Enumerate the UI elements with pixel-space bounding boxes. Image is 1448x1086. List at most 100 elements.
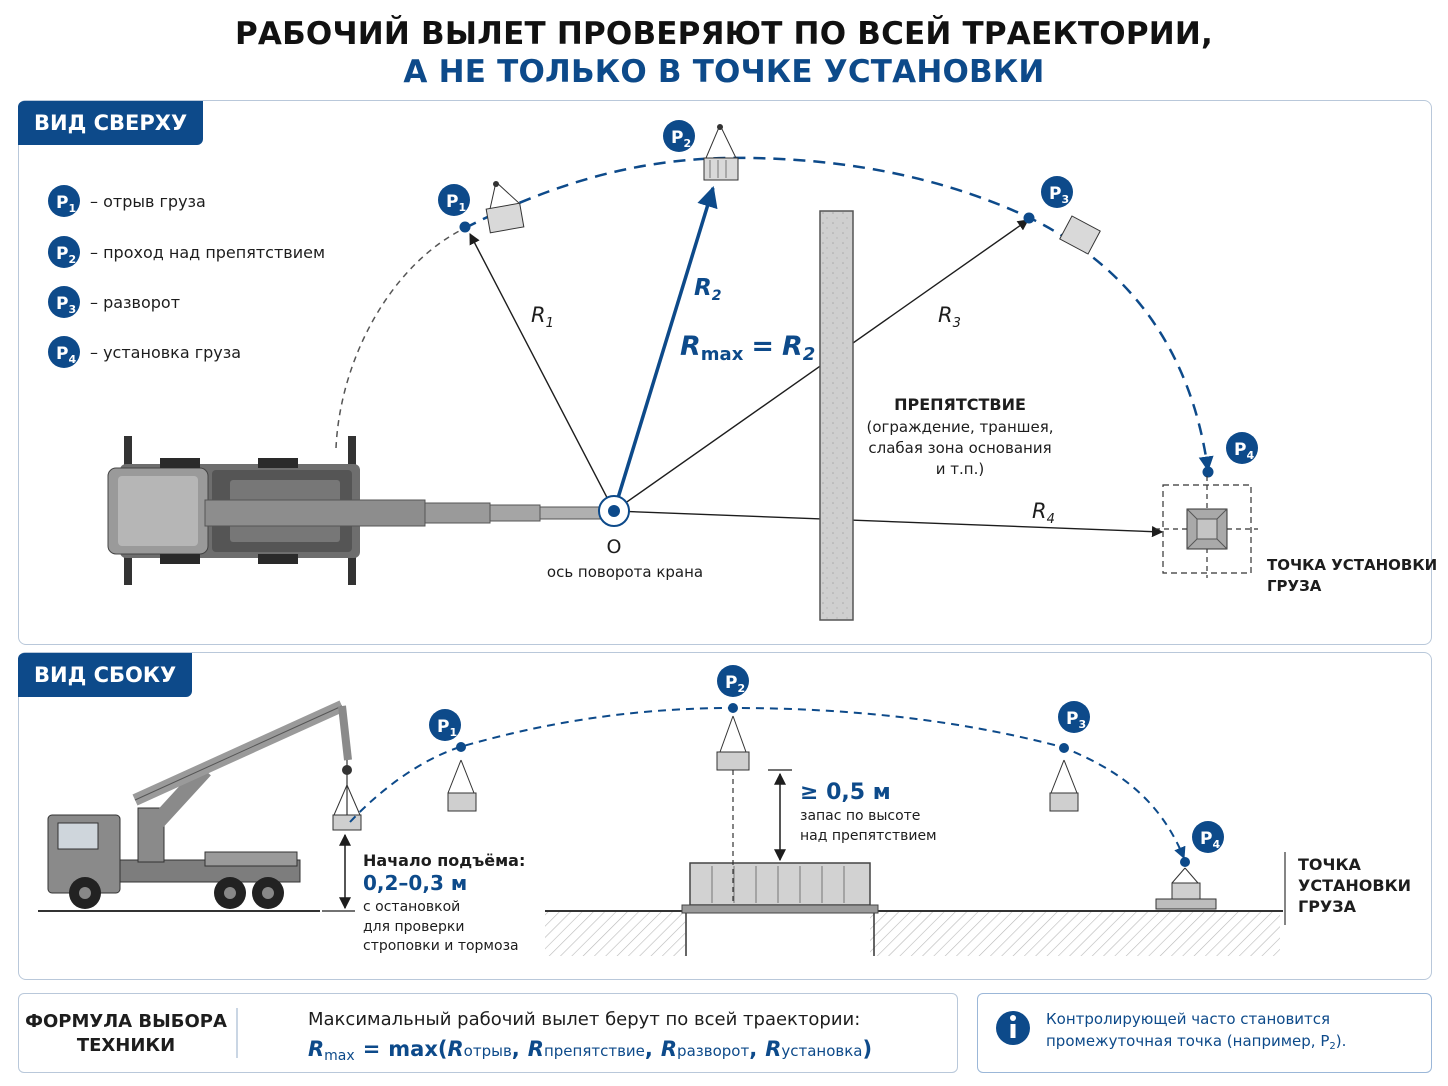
target-top-line-1: ТОЧКА УСТАНОВКИ bbox=[1267, 556, 1437, 574]
load-p3-top bbox=[1059, 215, 1101, 255]
load-p1-top bbox=[485, 181, 525, 234]
obstacle-line-2: слабая зона основания bbox=[868, 439, 1051, 457]
legend-badge-p1-sym: P bbox=[56, 193, 68, 213]
legend-badges: P1 P2 P3 P4 – отрыв груза – проход над п… bbox=[48, 185, 325, 368]
badge-p3-side-sub: 3 bbox=[1078, 718, 1086, 731]
side-point-p2-dot bbox=[728, 703, 738, 713]
badge-p2-top-sym: P bbox=[671, 128, 683, 148]
load-p2-top bbox=[703, 124, 739, 181]
badge-p3-top-sym: P bbox=[1049, 184, 1061, 204]
formula-term-1-sep: , bbox=[512, 1037, 520, 1061]
svg-text:P2: P2 bbox=[725, 673, 745, 695]
legend-badge-p1-sub: 1 bbox=[68, 202, 76, 215]
ground-hatch-left bbox=[545, 911, 685, 956]
formula-term-4-sep: ) bbox=[863, 1037, 873, 1061]
obstacle-line-1: (ограждение, траншея, bbox=[866, 418, 1053, 436]
formula-term-1-sym: R bbox=[448, 1037, 464, 1061]
lift-line-1: с остановкой bbox=[363, 899, 460, 915]
side-point-p1-dot bbox=[456, 742, 466, 752]
info-icon-dot bbox=[1010, 1015, 1016, 1021]
note-line-2-sym: P bbox=[1320, 1032, 1329, 1050]
lift-value: 0,2–0,3 м bbox=[363, 871, 467, 895]
top-trajectory bbox=[464, 156, 1214, 472]
legend-badge-p2-sub: 2 bbox=[68, 253, 76, 266]
badge-p3-top-sub: 3 bbox=[1061, 193, 1069, 206]
formula-term-1-sub: отрыв bbox=[464, 1042, 512, 1060]
formula-expression: Rmax=max(Rотрыв,Rпрепятствие,Rразворот,R… bbox=[308, 1037, 872, 1064]
badge-p2-side-sym: P bbox=[725, 673, 737, 693]
svg-text:R2: R2 bbox=[694, 275, 721, 304]
badge-p4-top-sym: P bbox=[1234, 440, 1246, 460]
clearance-line-1: запас по высоте bbox=[800, 808, 920, 824]
crane-boom-top bbox=[204, 499, 601, 527]
side-trajectory bbox=[349, 706, 1186, 860]
clearance-line-2: над препятствием bbox=[800, 828, 937, 844]
formula-lhs-sym: R bbox=[308, 1037, 324, 1061]
svg-text:R3: R3 bbox=[938, 303, 961, 331]
formula-term-4-sym: R bbox=[765, 1037, 781, 1061]
target-side-line-1: ТОЧКА bbox=[1298, 855, 1362, 874]
lift-line-3: строповки и тормоза bbox=[363, 938, 519, 954]
badge-p1-top-sym: P bbox=[446, 192, 458, 212]
top-view-tab: ВИД СВЕРХУ bbox=[18, 101, 204, 145]
page-title-line-1: РАБОЧИЙ ВЫЛЕТ ПРОВЕРЯЮТ ПО ВСЕЙ ТРАЕКТОР… bbox=[234, 16, 1214, 52]
lift-line-2: для проверки bbox=[363, 919, 464, 935]
legend-text-p1: – отрыв груза bbox=[90, 192, 206, 211]
legend-text-p3: – разворот bbox=[90, 293, 180, 312]
ground-hatch-right bbox=[870, 911, 1280, 956]
badge-p1-side-sym: P bbox=[437, 717, 449, 737]
badge-p4-top bbox=[1226, 432, 1258, 464]
formula-term-3-sub: разворот bbox=[677, 1042, 749, 1060]
lift-title: Начало подъёма: bbox=[363, 851, 525, 870]
label-r2-sub: 2 bbox=[712, 288, 722, 304]
svg-text:P1: P1 bbox=[446, 192, 466, 214]
formula-description: Максимальный рабочий вылет берут по всей… bbox=[308, 1009, 860, 1030]
load-p4-side bbox=[1155, 867, 1217, 910]
note-line-2: промежуточная точка (например, P2). bbox=[1046, 1032, 1346, 1052]
legend-badge-p4-sub: 4 bbox=[68, 353, 76, 366]
badge-p2-top bbox=[663, 120, 695, 152]
formula-eq: = bbox=[363, 1037, 381, 1061]
page-title-line-2: А НЕ ТОЛЬКО В ТОЧКЕ УСТАНОВКИ bbox=[403, 54, 1045, 90]
label-r4-sym: R bbox=[1032, 499, 1047, 523]
legend-badge-p4-sym: P bbox=[56, 344, 68, 364]
badge-p1-top-sub: 1 bbox=[458, 201, 466, 214]
svg-text:R1: R1 bbox=[531, 303, 554, 331]
badge-p1-top bbox=[438, 184, 470, 216]
point-p3-dot bbox=[1023, 212, 1035, 224]
svg-text:P4: P4 bbox=[1200, 829, 1220, 851]
svg-text:Rmax=R2: Rmax=R2 bbox=[680, 331, 815, 365]
label-r4-sub: 4 bbox=[1047, 512, 1055, 527]
crane-pivot-center bbox=[608, 505, 620, 517]
badge-p4-top-sub: 4 bbox=[1246, 449, 1254, 462]
legend-badge-p4 bbox=[48, 336, 80, 368]
rmax-sym: R bbox=[680, 331, 701, 362]
legend-text-p2: – проход над препятствием bbox=[90, 243, 325, 262]
label-r1-sym: R bbox=[531, 303, 546, 327]
svg-text:P3: P3 bbox=[1066, 709, 1086, 731]
badge-p2-side-sub: 2 bbox=[737, 682, 745, 695]
svg-text:P3: P3 bbox=[1049, 184, 1069, 206]
badge-p3-side-sym: P bbox=[1066, 709, 1078, 729]
rmax-rhs-sym: R bbox=[782, 331, 803, 362]
badge-p1-side bbox=[429, 709, 461, 741]
svg-text:P4: P4 bbox=[1234, 440, 1254, 462]
badge-p4-side bbox=[1192, 821, 1224, 853]
note-line-2-sub: 2 bbox=[1329, 1041, 1335, 1052]
side-point-p4-dot bbox=[1180, 857, 1190, 867]
point-p1-dot bbox=[459, 221, 471, 233]
note-box bbox=[977, 993, 1432, 1073]
target-area-top bbox=[1155, 476, 1258, 578]
badge-p3-side bbox=[1058, 701, 1090, 733]
svg-text:P1: P1 bbox=[437, 717, 457, 739]
badge-p4-side-sub: 4 bbox=[1212, 838, 1220, 851]
legend-badge-p1 bbox=[48, 185, 80, 217]
formula-title-line-2: ТЕХНИКИ bbox=[77, 1035, 175, 1056]
load-p1-side bbox=[447, 759, 477, 812]
formula-term-2-sep: , bbox=[645, 1037, 653, 1061]
svg-text:P2: P2 bbox=[671, 128, 691, 150]
legend-text-p4: – установка груза bbox=[90, 343, 241, 362]
legend-badge-p3 bbox=[48, 286, 80, 318]
svg-text:P4: P4 bbox=[56, 344, 76, 366]
badge-p3-top bbox=[1041, 176, 1073, 208]
